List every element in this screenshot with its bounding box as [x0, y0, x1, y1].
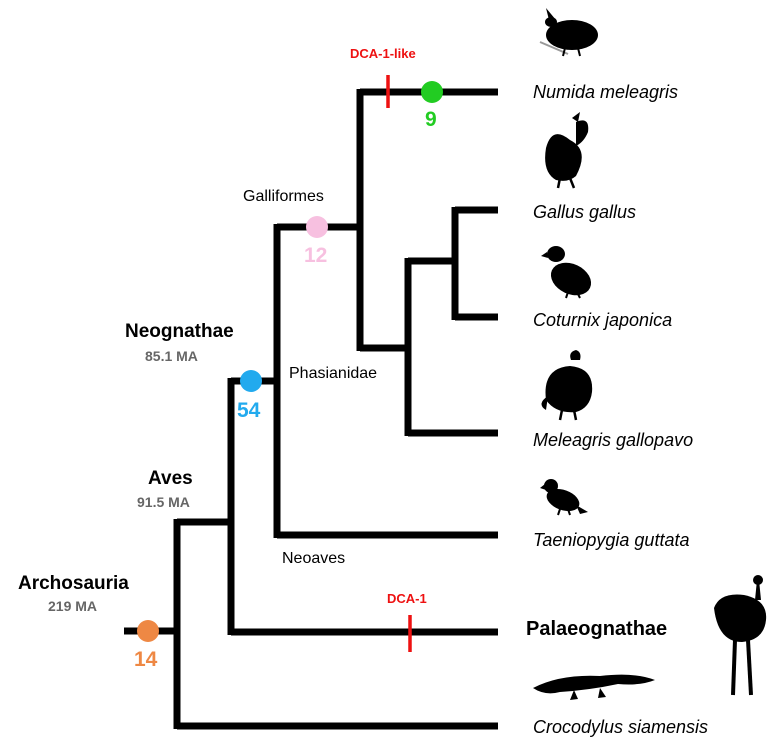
neoaves-label: Neoaves	[282, 550, 345, 568]
taxon-label-numida-meleagris: Numida meleagris	[533, 82, 678, 103]
turkey-icon	[541, 350, 592, 420]
galliformes-node-marker	[306, 216, 328, 238]
crocodile-icon	[533, 675, 655, 700]
ostrich-icon	[714, 575, 766, 695]
taxon-label-meleagris-gallopavo: Meleagris gallopavo	[533, 430, 693, 451]
taxon-label-gallus-gallus: Gallus gallus	[533, 202, 636, 223]
phasianidae-label: Phasianidae	[289, 365, 377, 383]
dca1-like-label: DCA-1-like	[350, 46, 416, 61]
neognathae-age: 85.1 MA	[145, 348, 198, 364]
taxon-label-taeniopygia-guttata: Taeniopygia guttata	[533, 530, 689, 551]
taxon-label-crocodylus-siamensis: Crocodylus siamensis	[533, 717, 708, 738]
archosauria-count: 14	[134, 648, 157, 672]
archosauria-age: 219 MA	[48, 598, 97, 614]
taxon-label-coturnix-japonica: Coturnix japonica	[533, 310, 672, 331]
taxon-label-palaeognathae: Palaeognathae	[526, 618, 667, 641]
finch-icon	[540, 479, 588, 515]
numida-node-marker	[421, 81, 443, 103]
guineafowl-icon	[540, 8, 598, 56]
chicken-icon	[545, 112, 588, 188]
galliformes-label: Galliformes	[243, 188, 324, 206]
dca1-label: DCA-1	[387, 591, 427, 606]
neognathae-node-marker	[240, 370, 262, 392]
aves-label: Aves	[148, 468, 193, 490]
galliformes-count: 12	[304, 244, 327, 268]
neognathae-count: 54	[237, 399, 260, 423]
archosauria-node-marker	[137, 620, 159, 642]
aves-age: 91.5 MA	[137, 494, 190, 510]
numida-branch-count: 9	[425, 108, 437, 132]
quail-icon	[541, 246, 596, 301]
archosauria-label: Archosauria	[18, 573, 129, 595]
tree-branches	[124, 89, 498, 729]
neognathae-label: Neognathae	[125, 321, 234, 343]
